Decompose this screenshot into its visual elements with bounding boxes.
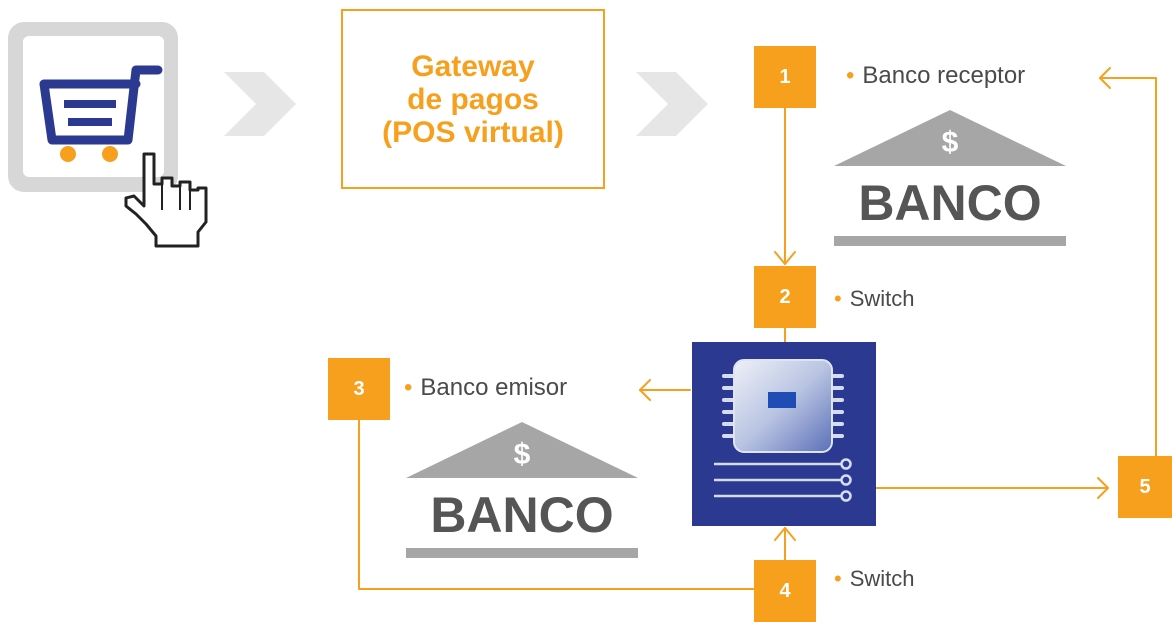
step-2-badge: 2 bbox=[754, 266, 816, 328]
step-5-badge: 5 bbox=[1118, 456, 1172, 518]
step-2-label: •Switch bbox=[834, 286, 915, 311]
bullet-dot: • bbox=[846, 62, 855, 89]
cart-tile bbox=[8, 22, 208, 248]
bank-receptor-icon: $ BANCO bbox=[834, 110, 1066, 246]
flow-arrow-1 bbox=[224, 72, 296, 136]
bank-receptor-word: BANCO bbox=[858, 175, 1041, 231]
flow-arrow-2 bbox=[636, 72, 708, 136]
gateway-line-1: Gateway bbox=[411, 49, 535, 83]
processor-chip-icon bbox=[692, 342, 876, 526]
bullet-dot: • bbox=[404, 374, 413, 401]
step-1-badge: 1 bbox=[754, 46, 816, 108]
bank-emisor-icon: $ BANCO bbox=[406, 422, 638, 558]
step-3-label: •Banco emisor bbox=[404, 374, 568, 401]
payment-gateway-box: Gateway de pagos (POS virtual) bbox=[341, 9, 605, 189]
shopping-cart-icon bbox=[8, 22, 178, 192]
bank-receptor-symbol: $ bbox=[942, 126, 959, 159]
gateway-line-3: (POS virtual) bbox=[382, 115, 564, 149]
bank-emisor-word: BANCO bbox=[430, 487, 613, 543]
step-4-label: •Switch bbox=[834, 566, 915, 591]
bullet-dot: • bbox=[834, 566, 842, 591]
hand-pointer-icon bbox=[124, 152, 208, 248]
bank-emisor-symbol: $ bbox=[514, 438, 531, 471]
bullet-dot: • bbox=[834, 286, 842, 311]
step-4-badge: 4 bbox=[754, 560, 816, 622]
step-1-label: •Banco receptor bbox=[846, 62, 1026, 89]
gateway-line-2: de pagos bbox=[407, 82, 539, 116]
step-3-badge: 3 bbox=[328, 358, 390, 420]
